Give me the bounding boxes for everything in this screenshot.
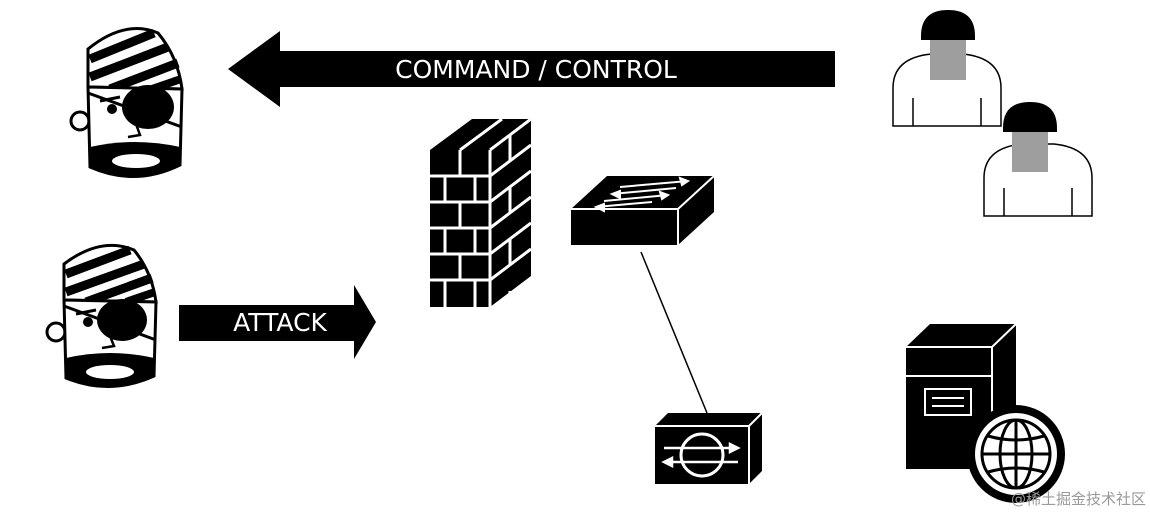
globe-icon [967, 405, 1065, 503]
firewall-icon [430, 117, 532, 307]
pirate-attacker-bottom-icon [45, 243, 158, 388]
attack-label: ATTACK [233, 308, 327, 337]
pirate-attacker-top-icon [69, 27, 184, 178]
command-control-arrow: COMMAND / CONTROL [228, 31, 835, 107]
attack-arrow: ATTACK [179, 285, 376, 359]
user-top-icon [892, 10, 1002, 127]
user-bottom-icon [983, 102, 1093, 217]
watermark-text: @稀土掘金技术社区 [1011, 490, 1146, 508]
router-icon [655, 412, 763, 484]
command-control-label: COMMAND / CONTROL [395, 55, 677, 84]
network-switch-icon [571, 175, 715, 245]
network-cable [640, 251, 708, 414]
